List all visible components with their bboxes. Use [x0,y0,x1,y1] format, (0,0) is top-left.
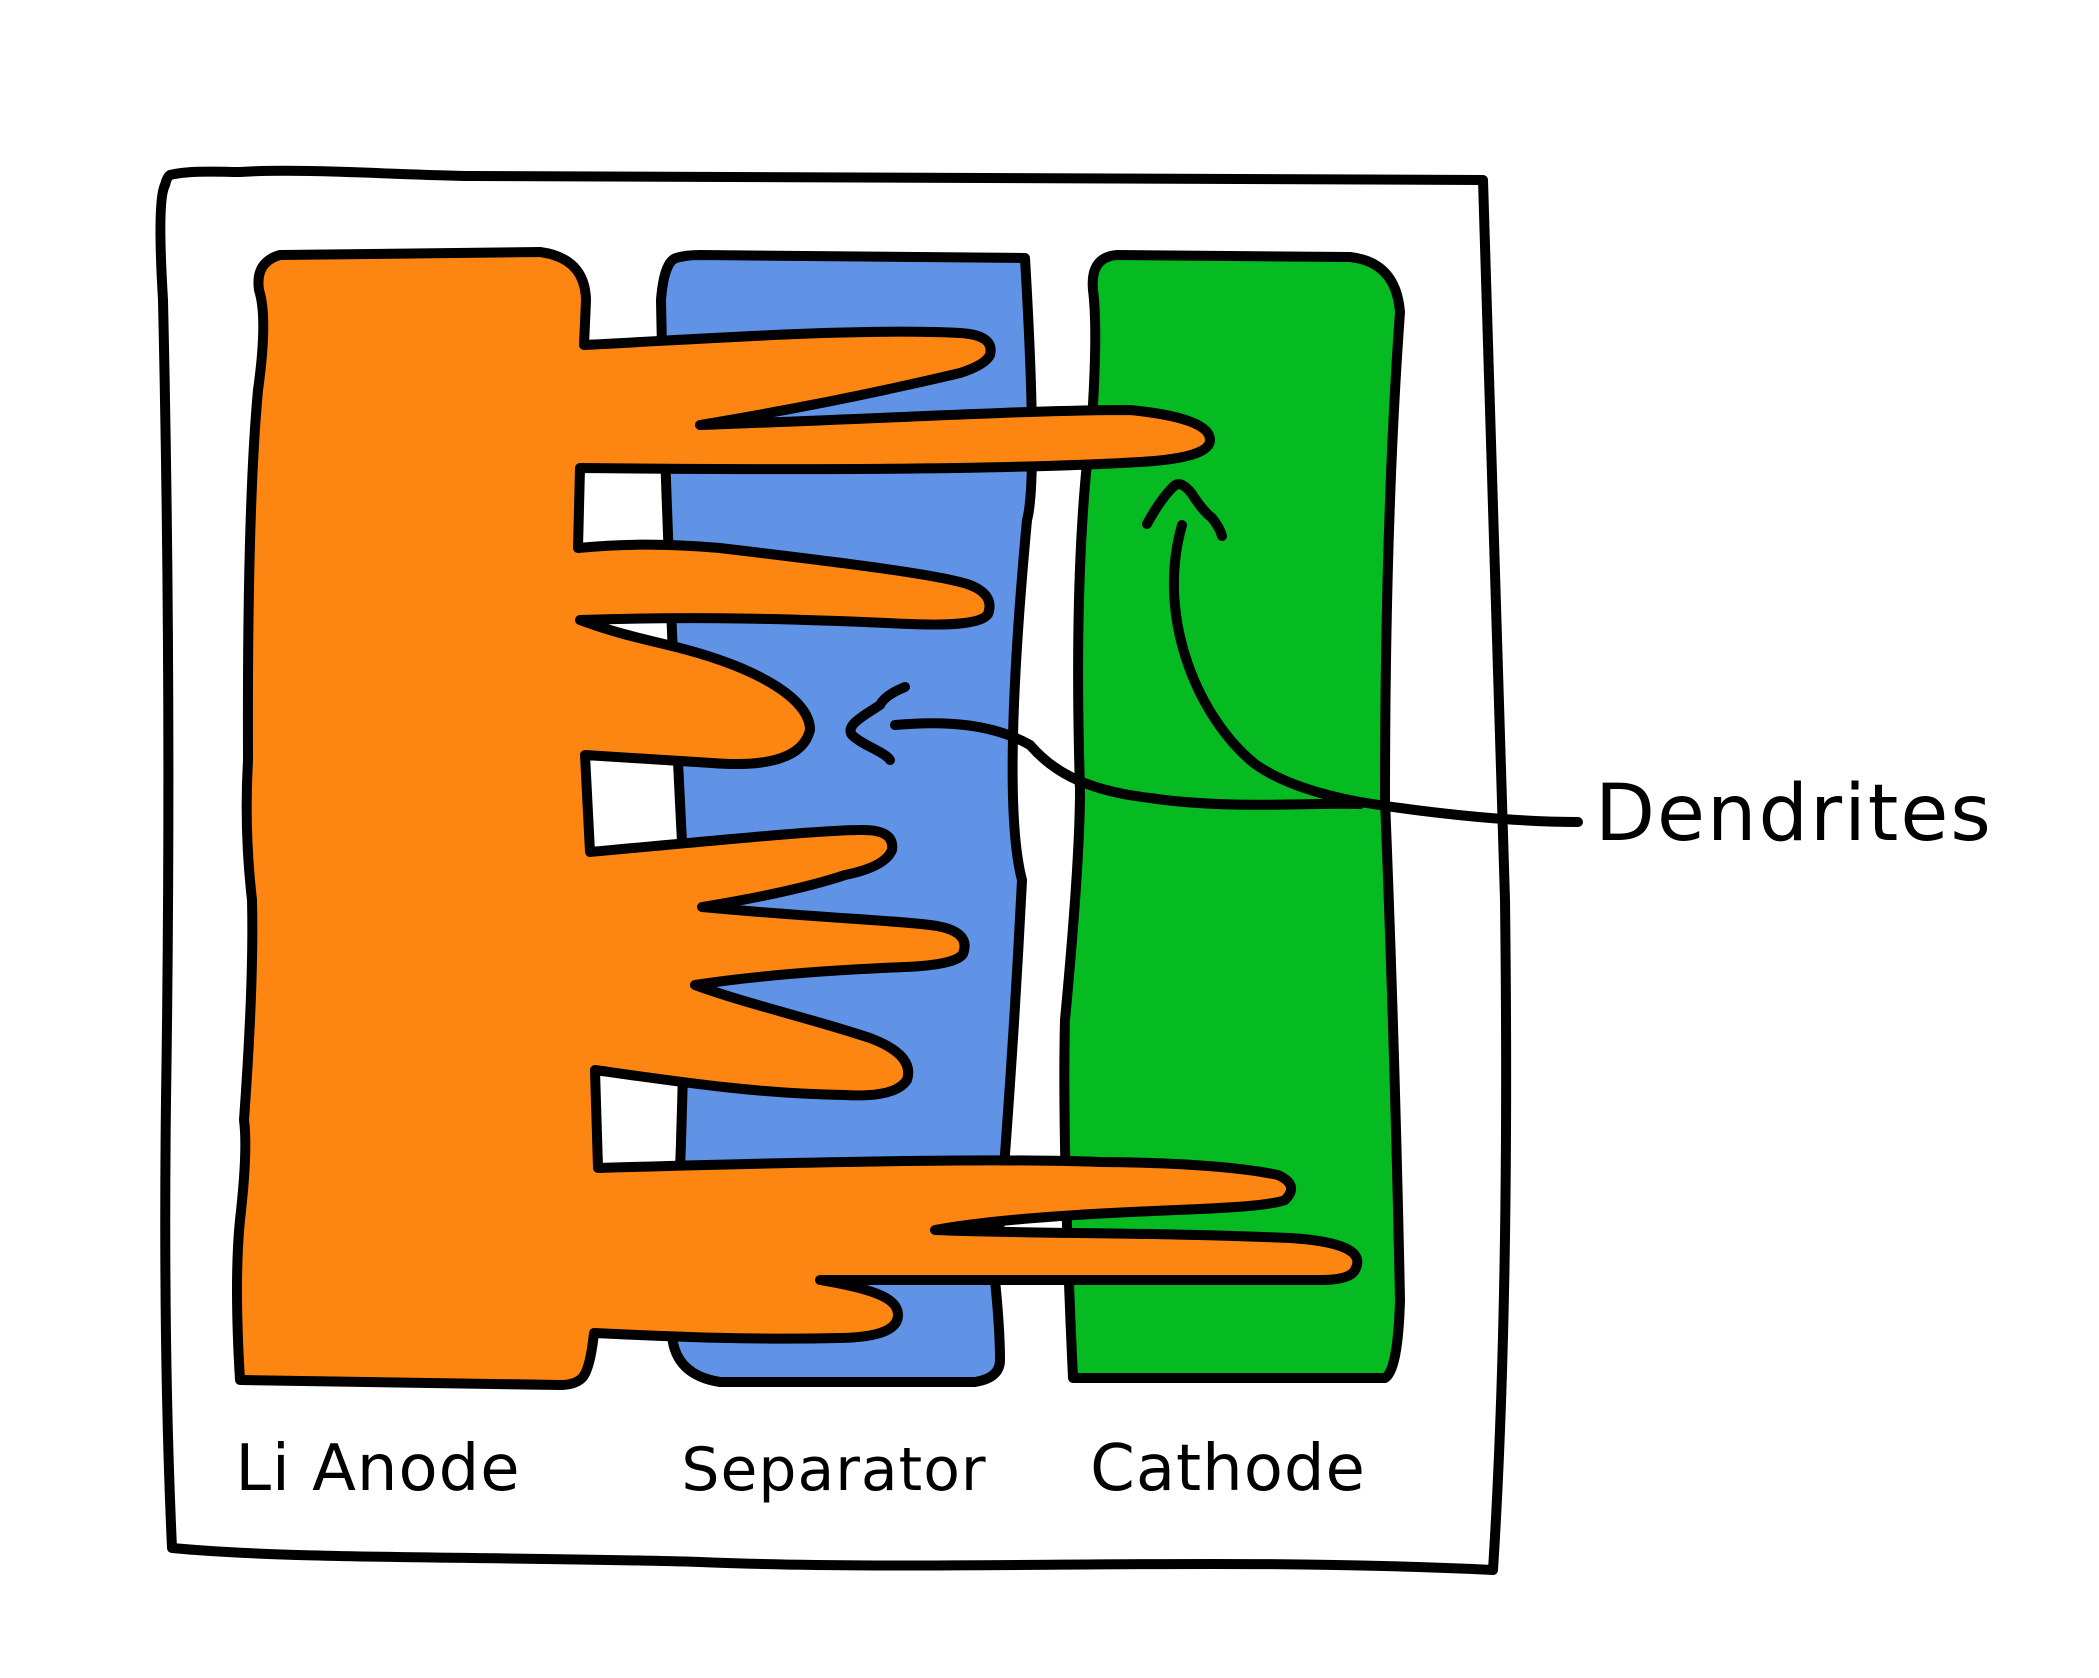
label-dendrites: Dendrites [1595,769,1993,859]
callout-arrow-left [890,718,1365,810]
callout-arrow-right [1169,520,1583,827]
label-li-anode: Li Anode [235,1432,520,1506]
li-anode-with-dendrites [232,247,1363,1390]
callout-arrowhead-left [845,682,910,765]
callout-arrowhead-right [1142,479,1227,541]
label-separator: Separator [681,1435,986,1505]
label-cathode: Cathode [1090,1432,1366,1506]
